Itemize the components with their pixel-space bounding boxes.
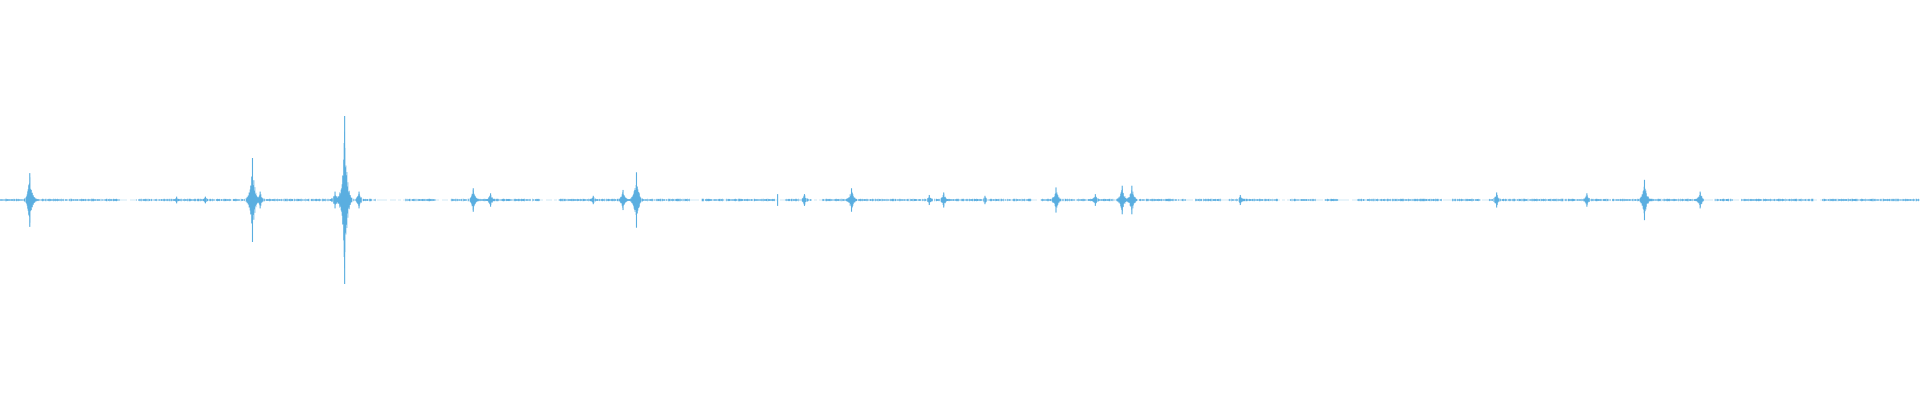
waveform-samples: [0, 131, 1920, 269]
waveform-path: [0, 131, 1920, 269]
